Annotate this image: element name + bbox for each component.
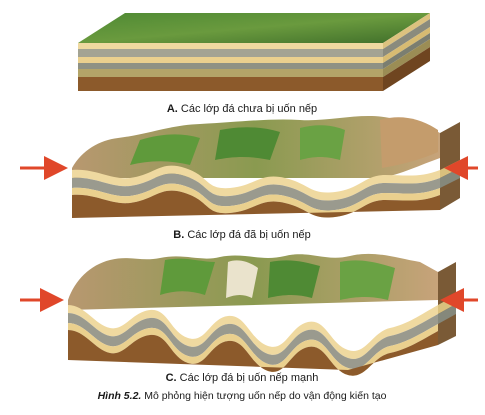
panel-c-layer-sand-2 bbox=[68, 323, 438, 376]
panel-a-layer-sand-2 bbox=[78, 57, 383, 63]
panel-b-grass-band-2 bbox=[215, 127, 280, 160]
figure-caption: Hình 5.2. Mô phỏng hiện tượng uốn nếp do… bbox=[98, 390, 387, 402]
panel-b-grass-band-1 bbox=[130, 134, 200, 165]
panel-a-block bbox=[78, 13, 430, 91]
panel-a-grass-top bbox=[78, 13, 430, 43]
panel-a-layer-brown bbox=[78, 77, 383, 91]
panel-a-layer-gray-1 bbox=[78, 49, 383, 57]
panel-b-block bbox=[72, 116, 460, 218]
panel-b-layer-brown bbox=[72, 190, 440, 218]
panel-b-rock-ridge bbox=[380, 117, 438, 168]
panel-a-layer-olive bbox=[78, 69, 383, 77]
panel-b-caption: B. Các lớp đá đã bị uốn nếp bbox=[173, 229, 310, 241]
panel-c-grass-band-1 bbox=[160, 258, 215, 295]
panel-c-layer-brown bbox=[68, 330, 438, 376]
panel-c-grass-band-2 bbox=[268, 260, 320, 298]
panel-a-side-gray-2 bbox=[383, 33, 430, 69]
panel-b-layer-sand-1 bbox=[72, 165, 440, 201]
panel-c-grass-band-3 bbox=[340, 260, 395, 300]
panel-a-side-olive bbox=[383, 39, 430, 77]
panel-a-layer-gray-2 bbox=[78, 63, 383, 69]
panel-c-block bbox=[68, 253, 456, 376]
panel-b-layer-gray bbox=[72, 173, 440, 211]
panel-c-layer-sand-1 bbox=[68, 305, 438, 359]
panel-c-layer-gray bbox=[68, 313, 438, 369]
panel-a-side-gray-1 bbox=[383, 19, 430, 57]
panel-a-layer-sand-1 bbox=[78, 43, 383, 49]
panel-a-side-sand-1 bbox=[383, 13, 430, 49]
panel-b-layer-sand-2 bbox=[72, 183, 440, 218]
panel-c-caption: C. Các lớp đá bị uốn nếp mạnh bbox=[166, 372, 319, 384]
panel-b-grass-band-3 bbox=[300, 125, 345, 160]
panel-a-side-sand-2 bbox=[383, 27, 430, 63]
panel-a-side-brown bbox=[383, 47, 430, 91]
panel-a-caption: A. Các lớp đá chưa bị uốn nếp bbox=[167, 103, 317, 115]
panel-c-white-ridge bbox=[226, 260, 258, 298]
